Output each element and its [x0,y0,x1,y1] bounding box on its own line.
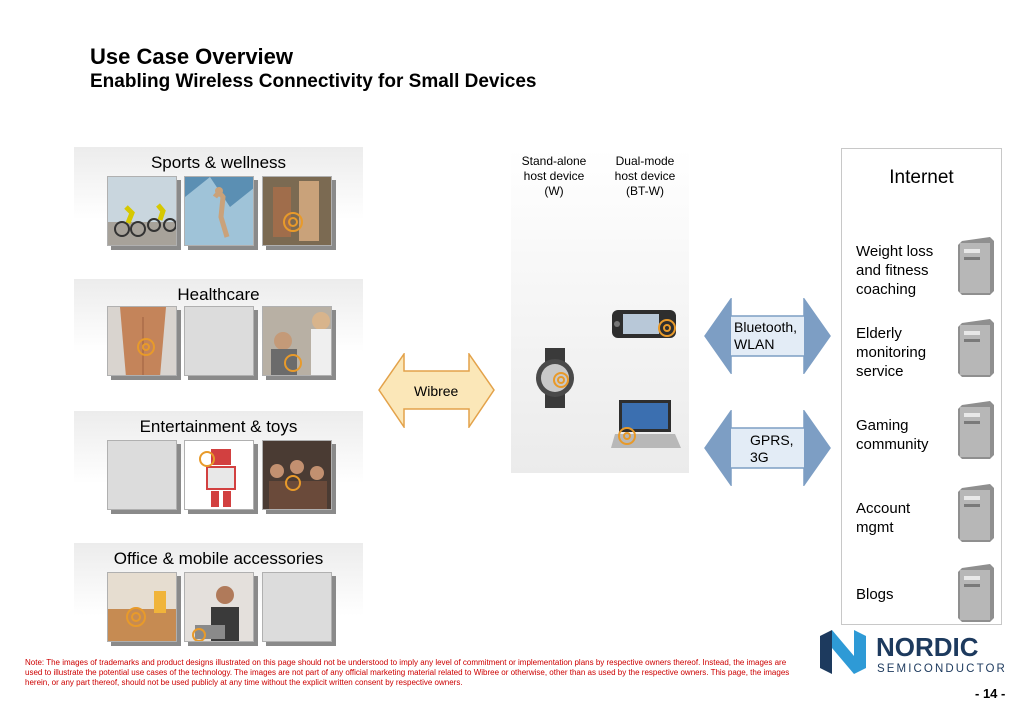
category-label: Office & mobile accessories [113,549,324,568]
robot-toy-image [184,440,254,510]
laptop-user-image [184,572,254,642]
service-weight-loss: Weight loss and fitness coaching [856,243,934,298]
disclaimer-note: Note: The images of trademarks and produ… [25,658,790,687]
logo-tagline: SEMICONDUCTOR [877,663,1007,675]
placeholder-image [184,306,254,376]
server-icon [958,564,994,622]
internet-panel: Internet Weight loss and fitness coachin… [841,148,1002,625]
service-blogs: Blogs [856,586,894,603]
standalone-host-label: Stand-alone host device (W) [521,154,587,198]
category-label: Entertainment & toys [139,417,298,436]
cyclists-image [107,176,177,246]
internet-label: Internet [889,167,954,188]
placeholder-image [262,572,332,642]
family-gaming-image [262,440,332,510]
category-healthcare: Healthcare [74,279,363,383]
category-label: Healthcare [177,285,260,304]
gprs-3g-arrow [704,410,831,486]
server-icon [958,484,994,542]
page-subtitle: Enabling Wireless Connectivity for Small… [90,71,537,92]
title-block: Use Case Overview Enabling Wireless Conn… [90,44,536,94]
service-elderly-monitoring: Elderly monitoring service [856,325,927,380]
runner-image [184,176,254,246]
nordic-semiconductor-logo: NORDIC SEMICONDUCTOR [820,630,1007,675]
category-sports-wellness: Sports & wellness [74,147,363,251]
wibree-arrow [378,353,495,428]
gprs-3g-label: GPRS, 3G [750,432,794,465]
service-account-mgmt: Account mgmt [856,500,911,536]
smartphone-icon [612,310,676,338]
elderly-care-image [262,306,332,376]
torso-image [107,306,177,376]
page-title: Use Case Overview [90,44,294,69]
logo-brand: NORDIC [876,632,979,662]
dualmode-host-label: Dual-mode host device (BT-W) [614,154,676,198]
hikers-image [262,176,332,246]
laptop-icon [611,400,681,448]
desk-image [107,572,177,642]
bluetooth-wlan-label: Bluetooth, WLAN [734,319,798,352]
category-label: Sports & wellness [150,153,287,172]
host-devices-panel: Stand-alone host device (W) Dual-mode ho… [511,148,689,473]
server-icon [958,401,994,459]
placeholder-image [107,440,177,510]
wibree-label: Wibree [414,383,459,399]
page-number: - 14 - [975,686,1006,701]
sports-watch-icon [536,348,574,408]
category-entertainment-toys: Entertainment & toys [74,411,363,515]
server-icon [958,319,994,377]
category-office-mobile-accessories: Office & mobile accessories [74,543,363,647]
bluetooth-wlan-arrow [704,298,831,374]
service-gaming-community: Gaming community [856,417,929,453]
server-icon [958,237,994,295]
